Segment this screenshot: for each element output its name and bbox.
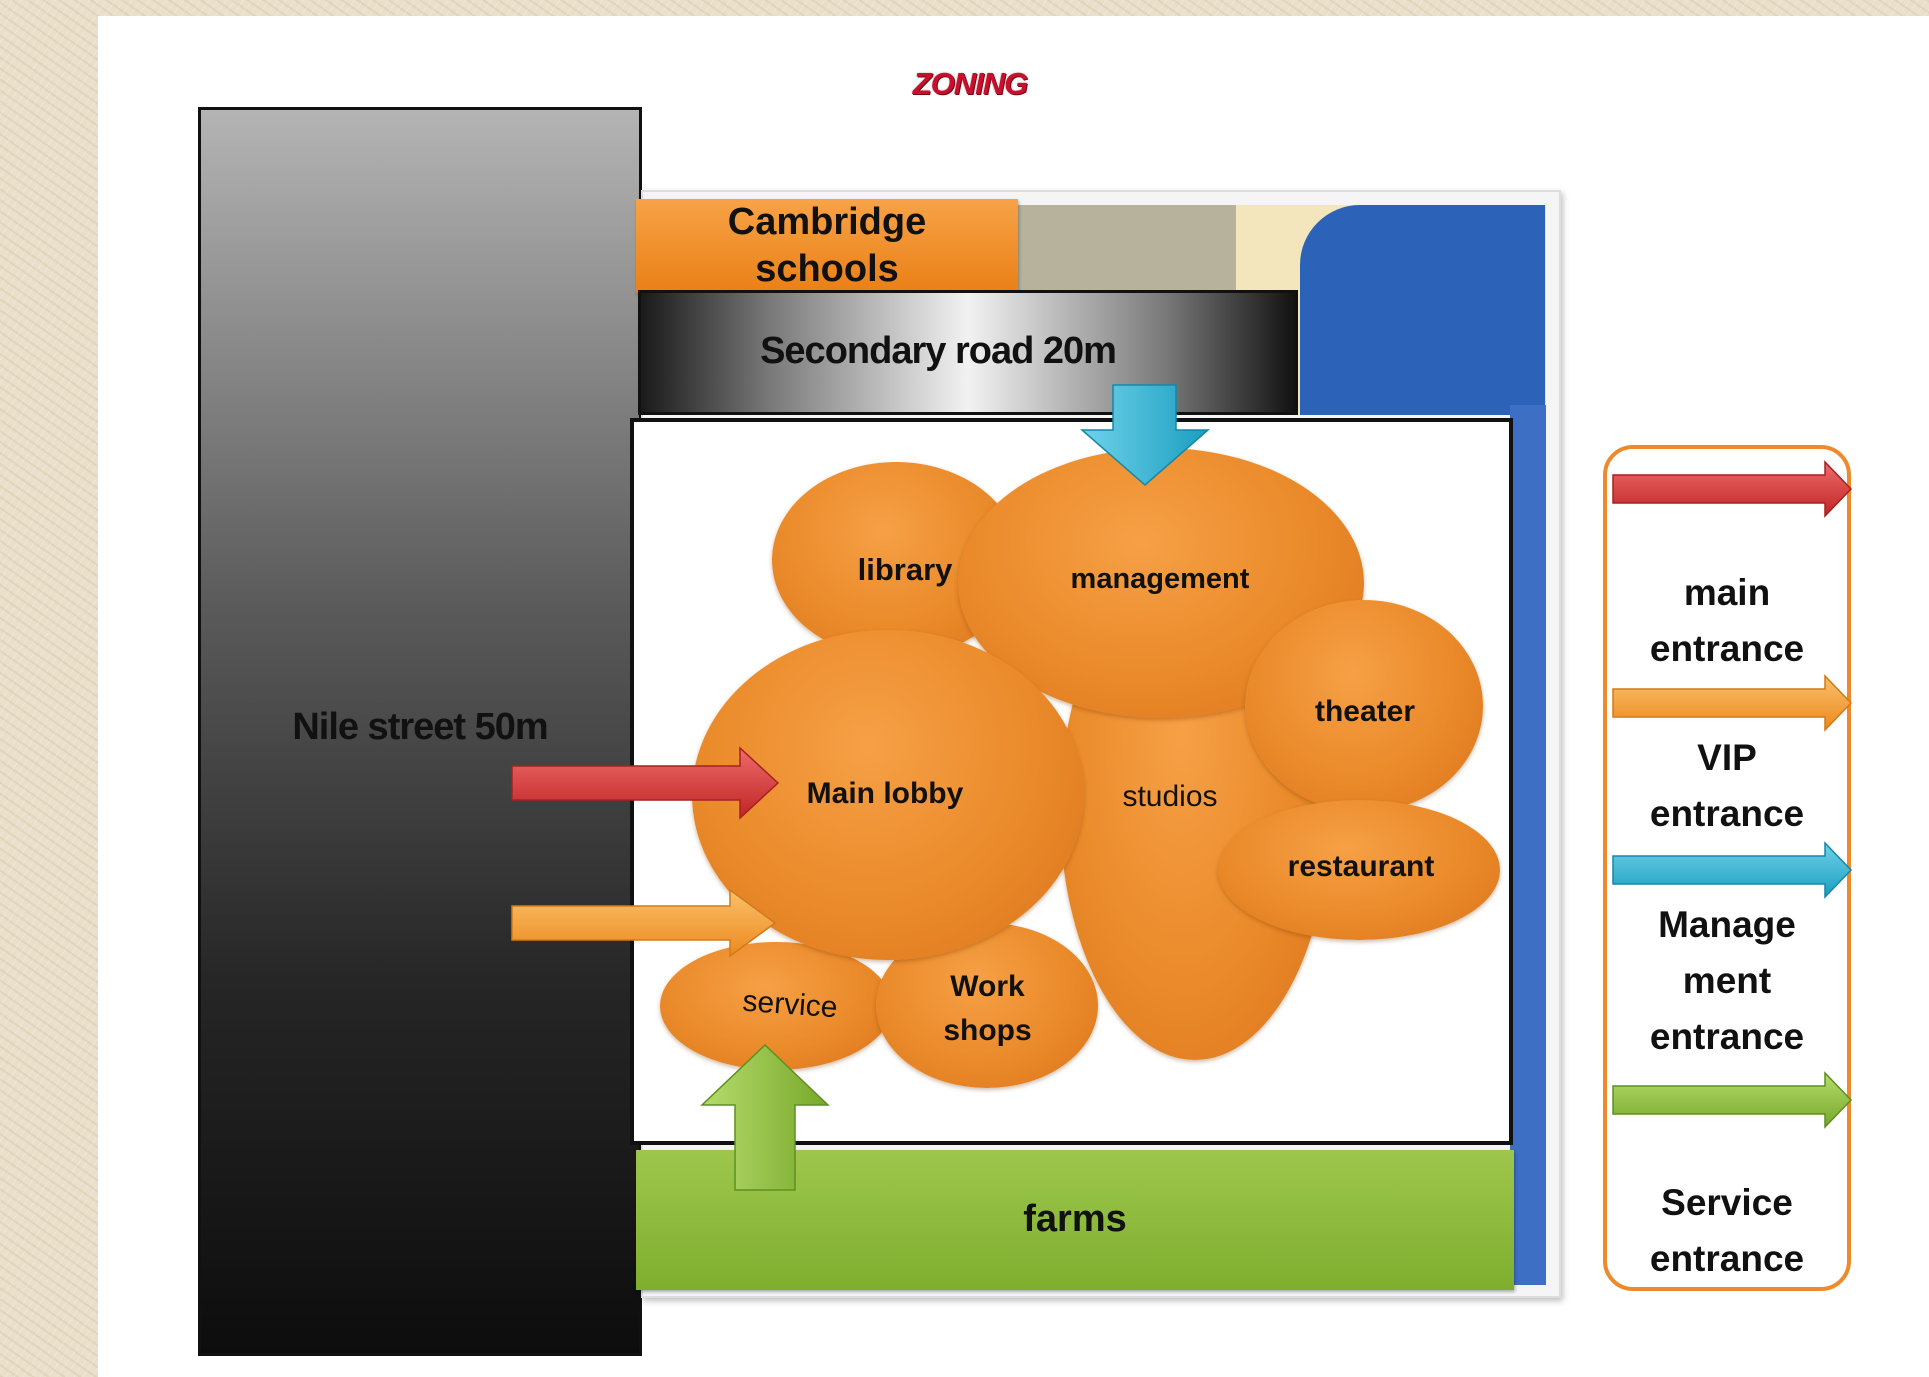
legend-service-line1: Service: [1661, 1182, 1793, 1223]
nile-street-road: [198, 107, 642, 1356]
legend-mgmt-line1: Manage: [1658, 904, 1796, 945]
restaurant-zone: [1218, 800, 1500, 940]
legend-service-line2: entrance: [1649, 1238, 1805, 1279]
theater-zone: [1245, 600, 1483, 812]
map-water-area: [1300, 205, 1545, 415]
legend-vip-entrance-label: VIP entrance: [1603, 730, 1851, 842]
cambridge-schools-block: [636, 199, 1018, 293]
studios-label: studios: [1122, 780, 1218, 813]
legend-main-line1: main: [1683, 572, 1771, 613]
cambridge-line2: schools: [755, 248, 899, 290]
legend-vip-line2: entrance: [1649, 793, 1805, 834]
service-entrance-arrow: [700, 1043, 830, 1191]
vip-entrance-arrow: [511, 888, 777, 958]
legend-main-entrance-label: main entrance: [1603, 565, 1851, 677]
legend-vip-line1: VIP: [1697, 737, 1757, 778]
legend-service-entrance-label: Service entrance: [1603, 1175, 1851, 1287]
map-gray-area: [1010, 205, 1240, 295]
legend-management-arrow: [1612, 841, 1853, 899]
main-entrance-arrow: [511, 746, 780, 820]
legend-main-line2: entrance: [1649, 628, 1805, 669]
library-label: library: [857, 552, 953, 587]
service-zone: [660, 942, 892, 1070]
restaurant-label: restaurant: [1287, 850, 1435, 883]
management-label: management: [1070, 563, 1250, 595]
main-lobby-label: Main lobby: [806, 777, 964, 810]
legend-service-arrow: [1612, 1071, 1853, 1129]
map-water-strip: [1510, 405, 1546, 1285]
cambridge-line1: Cambridge: [727, 201, 927, 243]
diagram-title: ZONING: [912, 66, 1029, 101]
legend-vip-arrow: [1612, 674, 1853, 732]
legend-main-arrow: [1612, 460, 1853, 518]
legend-management-entrance-label: Manage ment entrance: [1603, 897, 1851, 1065]
legend-mgmt-line2: ment: [1682, 960, 1772, 1001]
cambridge-schools-label: Cambridge schools: [636, 199, 1018, 293]
farms-label: farms: [1023, 1198, 1127, 1240]
secondary-road: [638, 290, 1298, 415]
workshops-line1: Work: [950, 970, 1025, 1003]
management-entrance-arrow: [1080, 384, 1210, 486]
secondary-road-label: Secondary road 20m: [760, 330, 1117, 372]
theater-label: theater: [1314, 695, 1416, 728]
nile-street-label: Nile street 50m: [292, 706, 548, 748]
workshops-line2: shops: [943, 1014, 1032, 1047]
workshops-label: Work shops: [925, 965, 1050, 1053]
legend-mgmt-line3: entrance: [1649, 1016, 1805, 1057]
